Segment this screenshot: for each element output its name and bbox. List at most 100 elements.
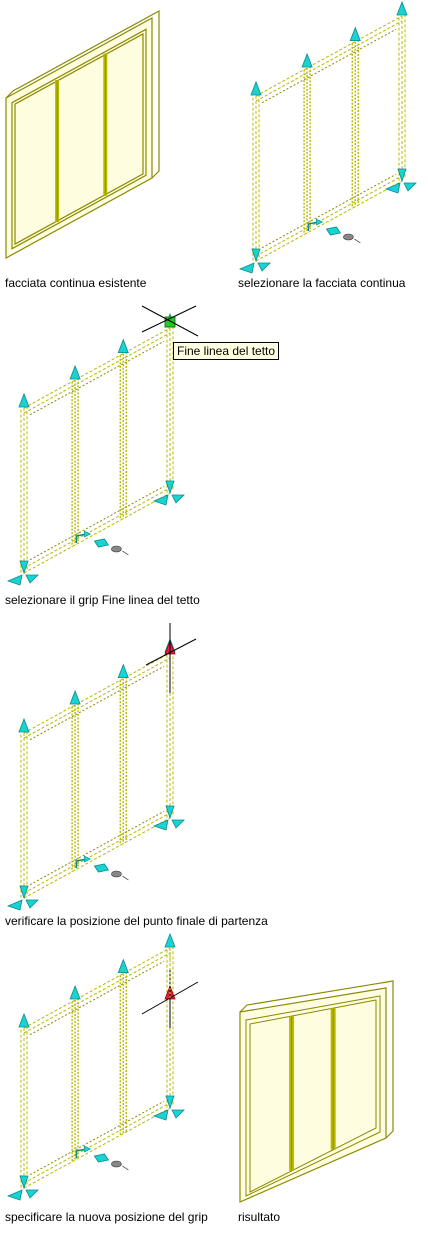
cursor-grip-ellipse bbox=[343, 233, 354, 241]
frame-outer bbox=[5, 16, 153, 260]
bottom-arrow-grip-1 bbox=[165, 805, 175, 820]
bottom-side-grip-1 bbox=[403, 182, 417, 192]
top-arrow-grip-2 bbox=[117, 663, 129, 678]
caption-select-wall: selezionare la facciata continua bbox=[238, 276, 406, 290]
figure-result bbox=[239, 980, 394, 1203]
caption-result: risultato bbox=[238, 1210, 281, 1224]
top-band-line-1 bbox=[23, 657, 171, 739]
cursor-line-b bbox=[141, 305, 197, 333]
bottom-flip-grip-0 bbox=[6, 899, 23, 911]
bottom-arrow-grip-1 bbox=[165, 1095, 175, 1110]
result-frame-inner-2 bbox=[249, 999, 377, 1193]
figure-existing-curtain-wall bbox=[5, 9, 160, 260]
bottom-flip-grip-1 bbox=[152, 494, 169, 506]
top-arrow-grip-0 bbox=[18, 392, 30, 408]
cursor-line-a bbox=[141, 305, 199, 337]
cursor-grip-ellipse bbox=[111, 870, 122, 878]
bottom-side-grip-1 bbox=[171, 819, 185, 829]
cursor-grip-tail bbox=[122, 1165, 129, 1171]
bottom-arrow-grip-1 bbox=[397, 168, 407, 183]
top-arrow-grip-1 bbox=[69, 689, 81, 705]
bottom-band-line-0 bbox=[23, 1107, 171, 1189]
bottom-inner-line bbox=[29, 810, 165, 886]
cursor-grip-ellipse bbox=[111, 1160, 122, 1168]
bottom-flip-grip-0 bbox=[6, 1189, 23, 1201]
direction-arrow-head bbox=[316, 218, 324, 226]
top-arrow-grip-2 bbox=[349, 26, 361, 41]
top-arrow-grip-2 bbox=[117, 338, 129, 354]
direction-arrow-grip bbox=[75, 858, 87, 868]
top-inner-line bbox=[261, 28, 397, 104]
bottom-side-grip-1 bbox=[171, 494, 185, 504]
top-arrow-grip-1 bbox=[69, 984, 81, 1000]
cursor-grip-tail bbox=[122, 875, 129, 881]
result-frame-depth bbox=[239, 980, 394, 1139]
top-band-line-0 bbox=[23, 327, 171, 409]
bottom-band-line-1 bbox=[23, 487, 171, 569]
direction-arrow-head bbox=[84, 530, 92, 538]
cursor-line-a bbox=[145, 638, 197, 666]
bottom-side-grip-1 bbox=[171, 1109, 185, 1119]
top-arrow-grip-0 bbox=[18, 1012, 30, 1028]
bottom-side-grip-0 bbox=[25, 574, 39, 584]
top-band-line-1 bbox=[23, 332, 171, 414]
direction-arrow-grip bbox=[307, 221, 319, 231]
bottom-arrow-grip-1 bbox=[165, 480, 175, 495]
top-band-line-0 bbox=[23, 652, 171, 734]
caption-select-grip: selezionare il grip Fine linea del tetto bbox=[5, 593, 200, 607]
cursor-grip-tail bbox=[122, 550, 129, 556]
top-arrow-grip-3 bbox=[164, 932, 176, 948]
top-band-line-0 bbox=[255, 15, 403, 97]
direction-arrow-grip bbox=[75, 533, 87, 543]
frame-inner bbox=[11, 28, 147, 250]
bottom-arrow-grip-0 bbox=[19, 1175, 29, 1190]
caption-existing: facciata continua esistente bbox=[5, 276, 147, 290]
bottom-inner-line bbox=[261, 173, 397, 249]
bottom-flip-grip-1 bbox=[384, 182, 401, 194]
caption-verify-start: verificare la posizione del punto finale… bbox=[5, 914, 268, 928]
bottom-band-line-1 bbox=[23, 1102, 171, 1184]
figure-specify-new-position bbox=[6, 932, 199, 1201]
bottom-band-line-0 bbox=[23, 492, 171, 574]
bottom-band-line-1 bbox=[255, 175, 403, 257]
top-arrow-grip-0 bbox=[250, 80, 262, 96]
bottom-band-line-1 bbox=[23, 812, 171, 894]
result-frame-outer bbox=[239, 987, 387, 1203]
location-grip bbox=[93, 863, 110, 873]
grip-tooltip: Fine linea del tetto bbox=[173, 342, 280, 360]
direction-arrow-grip bbox=[75, 1148, 87, 1158]
top-arrow-grip-1 bbox=[69, 364, 81, 380]
bottom-arrow-grip-0 bbox=[19, 885, 29, 900]
top-arrow-grip-3 bbox=[396, 0, 408, 16]
top-arrow-grip-0 bbox=[18, 717, 30, 733]
frame-depth bbox=[5, 9, 160, 179]
top-arrow-grip-2 bbox=[117, 958, 129, 973]
top-inner-line bbox=[29, 665, 165, 741]
top-band-line-1 bbox=[23, 952, 171, 1034]
bottom-inner-line bbox=[29, 485, 165, 561]
direction-arrow-head bbox=[84, 855, 92, 863]
bottom-flip-grip-0 bbox=[6, 574, 23, 586]
cursor-grip-tail bbox=[354, 238, 361, 244]
figure-select-roof-grip bbox=[6, 305, 199, 586]
top-band-line-1 bbox=[255, 20, 403, 102]
cursor-grip-ellipse bbox=[111, 545, 122, 553]
bottom-arrow-grip-0 bbox=[19, 560, 29, 575]
location-grip bbox=[325, 226, 342, 236]
frame-inner-2 bbox=[14, 32, 144, 246]
location-grip bbox=[93, 1153, 110, 1163]
bottom-flip-grip-1 bbox=[152, 819, 169, 831]
bottom-flip-grip-0 bbox=[238, 262, 255, 274]
bottom-band-line-0 bbox=[255, 180, 403, 262]
top-inner-line bbox=[29, 960, 165, 1036]
top-inner-line bbox=[29, 340, 165, 416]
direction-arrow-head bbox=[84, 1145, 92, 1153]
figure-verify-start-point bbox=[6, 623, 197, 911]
bottom-inner-line bbox=[29, 1100, 165, 1176]
figure-select-curtain-wall bbox=[238, 0, 417, 274]
location-grip bbox=[93, 538, 110, 548]
bottom-side-grip-0 bbox=[257, 262, 271, 272]
bottom-side-grip-0 bbox=[25, 1189, 39, 1199]
bottom-flip-grip-1 bbox=[152, 1109, 169, 1121]
